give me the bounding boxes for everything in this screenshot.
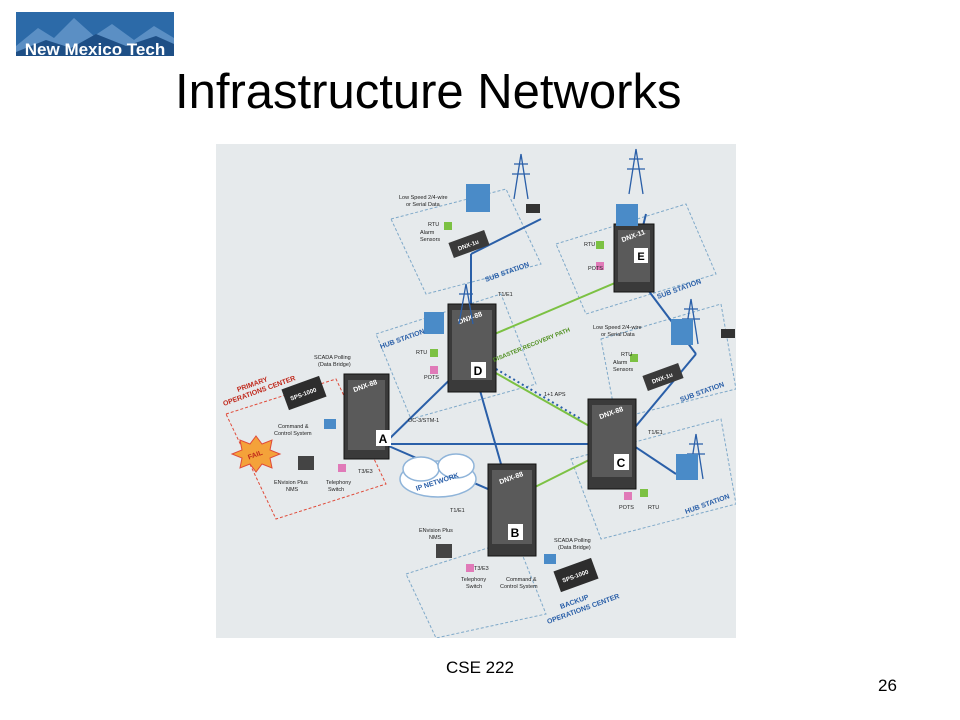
node-e-label: E: [637, 251, 644, 263]
rtu-right: [630, 354, 638, 362]
network-diagram: IP NETWORK A DNX-88 D DNX-88 B DNX-88 C …: [216, 144, 736, 638]
zone-substation-right: [600, 303, 736, 420]
equip-d: [424, 312, 444, 334]
link-c-hub: [630, 443, 677, 475]
node-d-label: D: [474, 364, 483, 378]
telephony-backup: [466, 564, 474, 572]
label-telephony-primary-1: Telephony: [326, 480, 351, 486]
logo-text: New Mexico Tech: [25, 40, 165, 59]
label-low-speed-top-1: Low Speed 2/4-wire: [399, 195, 448, 201]
nms-backup: [436, 544, 452, 558]
fail-burst: FAIL: [230, 435, 282, 473]
label-scada-primary-1: SCADA Polling: [314, 355, 351, 361]
link-substation-top: [470, 218, 542, 255]
label-rtu-top: RTU: [428, 222, 439, 228]
rtu-d: [430, 349, 438, 357]
node-a-label: A: [379, 432, 388, 446]
label-telephony-primary-2: Switch: [328, 487, 344, 493]
ip-network-cloud: IP NETWORK: [399, 453, 477, 498]
label-alarm-1: Alarm: [420, 230, 435, 236]
link-aps-dashed: [495, 368, 582, 420]
label-command-primary-1: Command &: [278, 424, 309, 430]
rtu-c: [640, 489, 648, 497]
nms-stations: [298, 456, 452, 558]
label-scada-backup-2: (Data Bridge): [558, 545, 591, 551]
nms-primary: [298, 456, 314, 470]
node-b-rack: B DNX-88: [487, 463, 537, 557]
pots-e: [596, 262, 604, 270]
label-command-backup-1: Command &: [506, 577, 537, 583]
equipment-stacks: [324, 184, 698, 564]
laptops: [526, 204, 735, 338]
label-envision-backup-1: ENvision Plus: [419, 528, 453, 534]
label-t1e1-b: T1/E1: [450, 508, 465, 514]
label-envision-backup-2: NMS: [429, 535, 442, 541]
label-oc3: OC-3/STM-1: [408, 418, 439, 424]
label-pots-c: POTS: [619, 505, 634, 511]
laptop-right: [721, 329, 735, 338]
label-t1e1-d: T1/E1: [498, 292, 513, 298]
sps-backup: SPS-1000: [553, 557, 599, 593]
label-aps: 1+1 APS: [544, 392, 566, 398]
slide-number: 26: [878, 676, 897, 695]
label-rtu-c: RTU: [648, 505, 659, 511]
telephony-primary: [338, 464, 346, 472]
laptop-top: [526, 204, 540, 213]
label-envision-primary-1: ENvision Plus: [274, 480, 308, 486]
zone-substation-top: [390, 188, 542, 295]
rtu-e: [596, 241, 604, 249]
label-scada-backup-1: SCADA Polling: [554, 538, 591, 544]
label-t3e3-primary: T3/E3: [358, 469, 373, 475]
link-disaster-recovery: [470, 273, 637, 345]
node-b-label: B: [511, 526, 520, 540]
tower-d: [458, 283, 474, 325]
dnx1u-top-unit: DNX-1u: [448, 229, 490, 259]
node-c-rack: C DNX-88: [587, 398, 637, 490]
zone-substation-e: [555, 203, 717, 315]
slide-footer: CSE 222: [445, 658, 515, 677]
label-rtu-e: RTU: [584, 242, 595, 248]
label-command-primary-2: Control System: [274, 431, 312, 437]
dnx1u-right-unit: DNX-1u: [642, 362, 684, 392]
pots-d: [430, 366, 438, 374]
label-low-speed-top-2: or Serial Data: [406, 202, 441, 208]
label-low-speed-right-1: Low Speed 2/4-wire: [593, 325, 642, 331]
equip-c: [676, 454, 698, 480]
label-telephony-backup-1: Telephony: [461, 577, 486, 583]
label-envision-primary-2: NMS: [286, 487, 299, 493]
label-command-backup-2: Control System: [500, 584, 538, 590]
label-scada-primary-2: (Data Bridge): [318, 362, 351, 368]
label-t1e1-c: T1/E1: [648, 430, 663, 436]
node-c-label: C: [617, 456, 626, 470]
label-t3e3-backup: T3/E3: [474, 566, 489, 572]
label-pots-d: POTS: [424, 375, 439, 381]
label-alarm-right-1: Alarm: [613, 360, 628, 366]
tower-e: [627, 148, 645, 195]
node-e-rack: E DNX-11: [613, 223, 655, 293]
node-a-rack: A DNX-88: [343, 373, 391, 460]
equip-top: [466, 184, 490, 212]
label-low-speed-right-2: or Serial Data: [601, 332, 636, 338]
label-rtu-right: RTU: [621, 352, 632, 358]
label-pots-e: POTS: [588, 266, 603, 272]
small-devices: [338, 222, 648, 572]
sps-primary: SPS-1000: [281, 375, 327, 411]
tower-top: [512, 153, 530, 200]
label-telephony-backup-2: Switch: [466, 584, 482, 590]
zone-backup-ops: [405, 538, 547, 638]
label-rtu-d: RTU: [416, 350, 427, 356]
new-mexico-tech-logo: New Mexico Tech: [16, 12, 174, 68]
rtu-top: [444, 222, 452, 230]
equip-e: [616, 204, 638, 226]
equip-command-backup: [544, 554, 556, 564]
slide-title: Infrastructure Networks: [175, 65, 682, 119]
equip-command-primary: [324, 419, 336, 429]
equip-right: [671, 319, 693, 345]
label-alarm-2: Sensors: [420, 237, 440, 243]
pots-c: [624, 492, 632, 500]
label-alarm-right-2: Sensors: [613, 367, 633, 373]
